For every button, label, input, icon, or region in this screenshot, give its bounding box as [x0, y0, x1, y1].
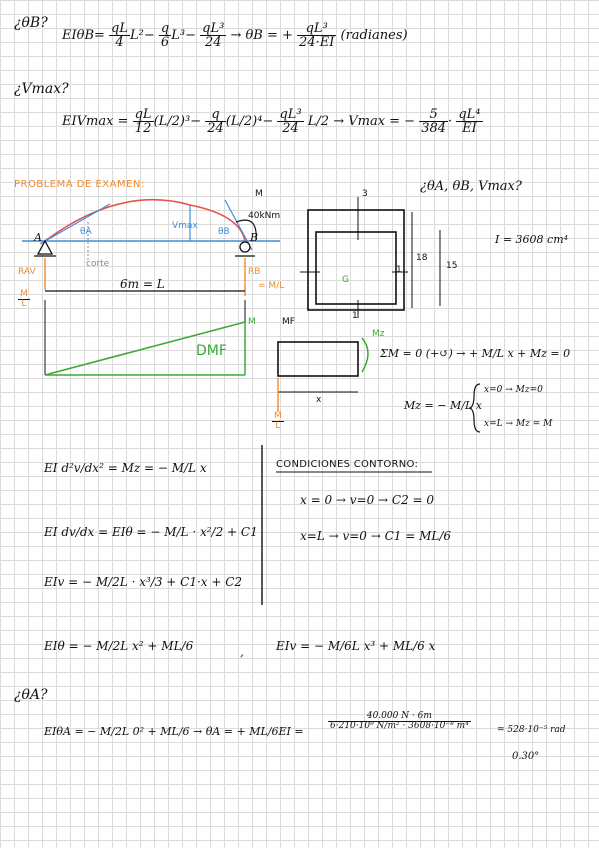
diff-eq-1: EI d²v/dx² = Mz = − M/L x: [44, 461, 207, 475]
cases-brace: [468, 383, 481, 433]
result-comma: ,: [240, 645, 244, 659]
section-dim-side-label: 1: [396, 265, 402, 275]
eq2-t3-den: 24: [282, 121, 299, 136]
section-dim-h2-label: 15: [446, 261, 458, 271]
eq2-res-den: 384: [421, 121, 447, 136]
support-b-label: B: [250, 231, 259, 244]
bc-1: x = 0 → v=0 → C2 = 0: [300, 493, 435, 507]
exam-title: PROBLEMA DE EXAMEN:: [14, 179, 145, 190]
mz-case-2: x=L → Mz = M: [484, 419, 553, 429]
eq1-arrow: → θB = +: [230, 28, 293, 43]
rav-num: M: [18, 289, 30, 300]
support-a-icon: [36, 239, 54, 255]
beam-length: 6m = L: [120, 277, 165, 291]
result-v: EIv = − M/6L x³ + ML/6 x: [276, 639, 436, 653]
cut-force-num: M: [272, 411, 284, 422]
diff-eq-2: EI dv/dx = EIθ = − M/L · x²/2 + C1: [44, 525, 258, 539]
eq1-t3-num: qL³: [200, 21, 227, 36]
eq1-t2-den: 6: [160, 35, 170, 50]
theta-a-eq: EIθA = − M/2L 0² + ML/6 → θA = + ML/6EI …: [44, 725, 304, 738]
eq2-arrow: → Vmax = −: [333, 114, 416, 129]
cut-moment-icon: [361, 337, 369, 373]
mf-label: MF: [282, 317, 295, 327]
moment-label: M: [255, 189, 263, 199]
eq2-t1-num: qL: [132, 107, 154, 122]
inertia-label: I = 3608 cm⁴: [495, 233, 569, 246]
cut-segment: [277, 341, 359, 377]
eq1-t2-x: L³−: [171, 28, 196, 43]
deflected-curve: [44, 199, 246, 242]
diff-eq-3: EIv = − M/2L · x³/3 + C1·x + C2: [44, 575, 243, 589]
section-dim-h1-label: 18: [416, 253, 428, 263]
eq1-res-den: 24·EI: [299, 35, 335, 50]
eq2-lhs: EIVmax =: [62, 114, 129, 129]
eq1-t2-num: q: [158, 21, 172, 36]
dmf-label: DMF: [196, 343, 227, 359]
reaction-b-eq: = M/L: [258, 281, 285, 291]
rav-den: L: [21, 299, 27, 309]
support-a-label: A: [34, 231, 42, 244]
eq2-res2-num: qL⁴: [456, 107, 483, 122]
vmax-label: Vmax: [172, 221, 198, 231]
support-b-icon: [239, 241, 251, 253]
eq2-res-num: 5: [419, 108, 449, 122]
centroid-label: G: [342, 275, 349, 285]
eq2-t1-p: (L/2)³−: [153, 114, 202, 129]
section-inner: [315, 231, 397, 305]
dmf-line: [44, 321, 246, 376]
eq1-t1-den: 4: [115, 35, 124, 50]
cut-x-label: x: [316, 395, 322, 405]
bc-2: x=L → v=0 → C1 = ML/6: [300, 529, 452, 543]
eq2-t2-den: 24: [207, 121, 224, 136]
eq1-t1-num: qL: [109, 21, 131, 36]
eq1-lhs: EIθB=: [62, 28, 105, 43]
sum-moment-eq: ΣM = 0 (+↺) → + M/L x + Mz = 0: [380, 347, 571, 360]
dmf-m-label: M: [248, 317, 256, 327]
moment-arrow-icon: [235, 219, 257, 241]
tangent-a: [39, 203, 111, 245]
mz-eq: Mz = − M/L x: [404, 399, 482, 412]
moment-value: 40kNm: [248, 211, 281, 221]
eq2-t3-num: qL³: [277, 107, 304, 122]
eq2-t2-num: q: [205, 108, 226, 122]
theta-a-result: = 528·10⁻⁵ rad: [497, 725, 566, 735]
reaction-a-label: RAV: [18, 267, 36, 277]
section-dim-top-label: 3: [362, 189, 368, 199]
tangent-b: [224, 199, 253, 251]
cut-force-den: L: [275, 421, 281, 431]
cut-moment-label: Mz: [372, 329, 385, 339]
eq1-note: (radianes): [340, 28, 408, 43]
theta-b-label: θB: [218, 227, 230, 237]
eq1-t1-x: L²−: [130, 28, 155, 43]
corte-label: corte: [86, 259, 110, 269]
bc-title: CONDICIONES CONTORNO:: [276, 459, 419, 470]
theta-a-frac-num: 40.000 N · 6m: [328, 712, 471, 722]
theta-a-question: ¿θA?: [14, 687, 48, 703]
eq2-t2-p: (L/2)⁴−: [225, 114, 274, 129]
section-outer: [307, 209, 405, 311]
eq2-dot: ·: [448, 114, 453, 129]
vmax-question: ¿Vmax?: [14, 81, 69, 97]
theta-a-label: θA: [80, 227, 92, 237]
eq1-res-num: qL³: [297, 22, 337, 36]
theta-a-degrees: 0.30°: [512, 751, 540, 762]
eq2-t1-den: 12: [134, 121, 152, 136]
result-theta: EIθ = − M/2L x² + ML/6: [44, 639, 194, 653]
eq2-t3-x: L/2: [307, 114, 330, 129]
mz-case-1: x=0 → Mz=0: [484, 385, 543, 395]
theta-a-frac-den: 6·210·10⁹ N/m² · 3608·10⁻⁸ m⁴: [330, 721, 469, 731]
eq2-res2-den: EI: [462, 121, 477, 136]
exam-question: ¿θA, θB, Vmax?: [420, 179, 522, 194]
theta-b-question: ¿θB?: [14, 15, 48, 31]
section-dim-bottom-label: 1: [352, 311, 358, 321]
eq1-t3-den: 24: [204, 35, 222, 50]
reaction-b-label: RB: [248, 267, 261, 277]
